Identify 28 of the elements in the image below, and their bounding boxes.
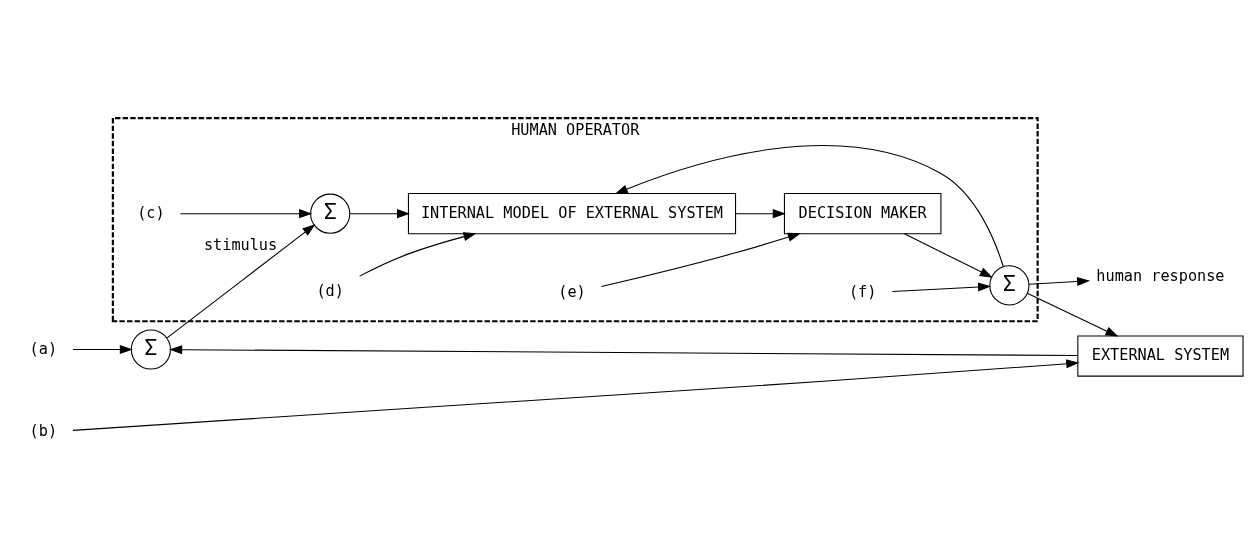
arrow bbox=[614, 144, 1004, 267]
arrow bbox=[891, 281, 992, 292]
arrow bbox=[1026, 292, 1119, 337]
node-text: (c) bbox=[137, 203, 165, 222]
node-text: (d) bbox=[316, 281, 344, 300]
node-circle: Σ bbox=[310, 193, 351, 234]
node-box: DECISION MAKER bbox=[783, 192, 942, 234]
arrow bbox=[359, 231, 477, 277]
arrow bbox=[735, 208, 786, 218]
arrow bbox=[349, 208, 411, 218]
node-circle: Σ bbox=[989, 264, 1030, 305]
node-box: INTERNAL MODEL OF EXTERNAL SYSTEM bbox=[407, 192, 737, 234]
arrow bbox=[166, 223, 316, 338]
arrow bbox=[72, 344, 133, 354]
node-text: (f) bbox=[848, 282, 877, 301]
node-box: EXTERNAL SYSTEM bbox=[1077, 334, 1244, 377]
node-text: human response bbox=[1096, 266, 1225, 285]
arrow bbox=[169, 344, 1079, 356]
arrow bbox=[600, 232, 801, 287]
node-text: (e) bbox=[558, 282, 586, 301]
node-text: (a) bbox=[29, 339, 58, 358]
arrow bbox=[179, 208, 313, 218]
edge-label: stimulus bbox=[203, 235, 278, 254]
node-text: (b) bbox=[29, 421, 58, 440]
arrow bbox=[72, 358, 1080, 431]
arrow bbox=[1028, 276, 1091, 286]
arrow bbox=[903, 232, 993, 278]
node-circle: Σ bbox=[130, 328, 171, 370]
